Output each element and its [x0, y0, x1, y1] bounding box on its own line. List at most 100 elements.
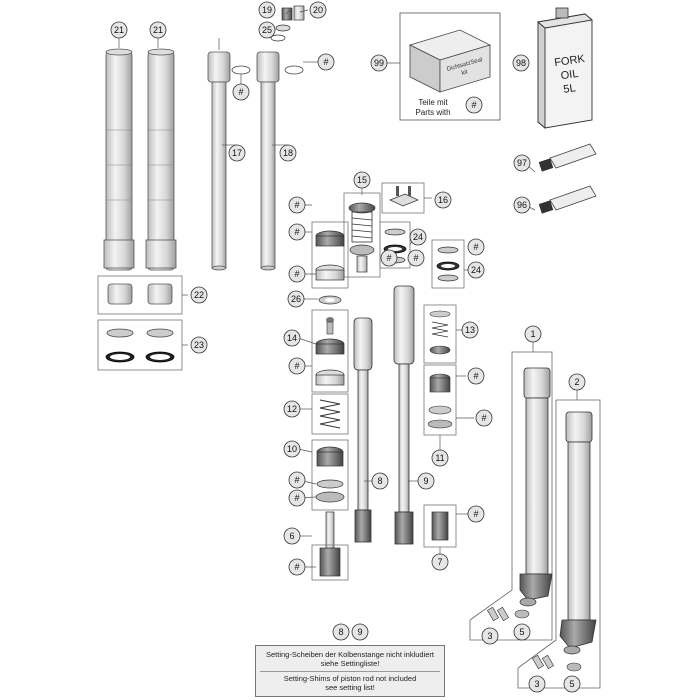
- o-ring-right: [284, 65, 304, 75]
- parts-with-en: Parts with: [415, 108, 450, 117]
- callout-c12: 12: [287, 404, 297, 414]
- callout-circle-c14: 14: [283, 329, 301, 347]
- hash-callout-circle: #: [467, 238, 485, 256]
- can-label-1: FORK: [554, 53, 587, 69]
- callout-c18: 18: [283, 148, 293, 158]
- callout-circle-c21a: 21: [110, 21, 128, 39]
- fork-leg-2: [559, 411, 597, 655]
- setting-shims-note: Setting-Scheiben der Kolbenstange nicht …: [255, 645, 445, 697]
- part-24b-frame: [431, 239, 465, 289]
- callout-c96: 96: [517, 200, 527, 210]
- damper-rod-9: [393, 285, 415, 545]
- callout-c7: 7: [437, 557, 442, 567]
- hash-callout-circle: #: [407, 249, 425, 267]
- callout-n9: 9: [357, 627, 362, 637]
- part-13-frame: [423, 304, 457, 364]
- hash-callout-circle: #: [288, 489, 306, 507]
- callout-circle-c24a: 24: [409, 228, 427, 246]
- cap-parts: [270, 5, 305, 42]
- hash-callout-circle: #: [467, 367, 485, 385]
- part-stack-frame-top: [311, 221, 349, 289]
- part-13: [429, 310, 451, 355]
- hash-callout: #: [294, 200, 299, 210]
- callout-c24a: 24: [413, 232, 423, 242]
- callout-c16: 16: [438, 195, 448, 205]
- hash-callout-circle: #: [288, 471, 306, 489]
- hash-callout-circle: #: [288, 357, 306, 375]
- note-de-line1: Setting-Scheiben der Kolbenstange nicht …: [265, 650, 435, 659]
- note-en-line2: see setting list!: [325, 683, 375, 692]
- callout-circle-c96: 96: [513, 196, 531, 214]
- callout-circle-c2: 2: [568, 373, 586, 391]
- hash-callout: #: [386, 253, 391, 263]
- callout-c5b: 5: [569, 679, 574, 689]
- callout-circle-c3a: 3: [481, 627, 499, 645]
- axle-bolts-a: [486, 606, 530, 622]
- seal-kit-label-2: kit: [461, 69, 469, 77]
- axle-bolts-b: [531, 654, 582, 672]
- callout-circle-c13: 13: [461, 321, 479, 339]
- callout-circle-c99: 99: [370, 54, 388, 72]
- bushings: [107, 283, 173, 305]
- hash-callout-circle: #: [288, 196, 306, 214]
- callout-circle-c6: 6: [283, 527, 301, 545]
- fork-oil-can: FORK OIL 5L: [536, 7, 594, 129]
- part-12-frame: [311, 393, 349, 435]
- hash-callout: #: [471, 100, 476, 110]
- callout-c11: 11: [435, 453, 444, 463]
- callout-circle-c20: 20: [309, 1, 327, 19]
- callout-c25: 25: [262, 25, 272, 35]
- outer-tube-left: [103, 48, 135, 271]
- note-de-line2: siehe Settingliste!: [320, 659, 380, 668]
- callout-circle-c12: 12: [283, 400, 301, 418]
- hash-callout: #: [294, 361, 299, 371]
- hash-callout: #: [481, 413, 486, 423]
- callout-circle-c9: 9: [417, 472, 435, 490]
- callout-circle-c10: 10: [283, 440, 301, 458]
- seals: [105, 328, 175, 363]
- callout-c17: 17: [232, 148, 242, 158]
- callout-c22: 22: [194, 290, 204, 300]
- part-10: [315, 446, 345, 503]
- hash-callout: #: [294, 269, 299, 279]
- callout-c21b: 21: [153, 25, 163, 35]
- part-26: [318, 295, 342, 305]
- hash-callout-circle: #: [232, 83, 250, 101]
- callout-c9: 9: [423, 476, 428, 486]
- callout-circle-c5b: 5: [563, 675, 581, 693]
- hash-callout: #: [238, 87, 243, 97]
- callout-circle-c3b: 3: [528, 675, 546, 693]
- callout-c19: 19: [262, 5, 272, 15]
- inner-tube-right: [256, 51, 280, 271]
- callout-c6: 6: [289, 531, 294, 541]
- hash-callout: #: [294, 493, 299, 503]
- hash-callout: #: [473, 242, 478, 252]
- callout-circle-c16: 16: [434, 191, 452, 209]
- part-stack-frame-mid: [311, 309, 349, 393]
- part-10-frame: [311, 439, 349, 511]
- callout-c15: 15: [357, 175, 367, 185]
- callout-circle-c18: 18: [279, 144, 297, 162]
- callout-c98: 98: [516, 58, 526, 68]
- inner-tube-left: [207, 51, 231, 271]
- callout-circle-c22: 22: [190, 286, 208, 304]
- callout-circle-c5a: 5: [513, 623, 531, 641]
- seal-box: [97, 319, 183, 371]
- compression-head: [315, 230, 345, 281]
- hash-callout-circle: #: [288, 223, 306, 241]
- callout-c21a: 21: [114, 25, 124, 35]
- callout-circle-c26: 26: [287, 290, 305, 308]
- part-12-spring: [319, 399, 341, 429]
- callout-c13: 13: [465, 325, 475, 335]
- callout-circle-n8: 8: [332, 623, 350, 641]
- part-16: [389, 186, 419, 207]
- parts-kit-frame: [399, 12, 501, 121]
- hash-callout: #: [413, 253, 418, 263]
- callout-circle-c7: 7: [431, 553, 449, 571]
- piston-15: [348, 202, 376, 273]
- callout-c14: 14: [287, 333, 297, 343]
- callout-c3a: 3: [487, 631, 492, 641]
- can-label-3: 5L: [563, 82, 577, 96]
